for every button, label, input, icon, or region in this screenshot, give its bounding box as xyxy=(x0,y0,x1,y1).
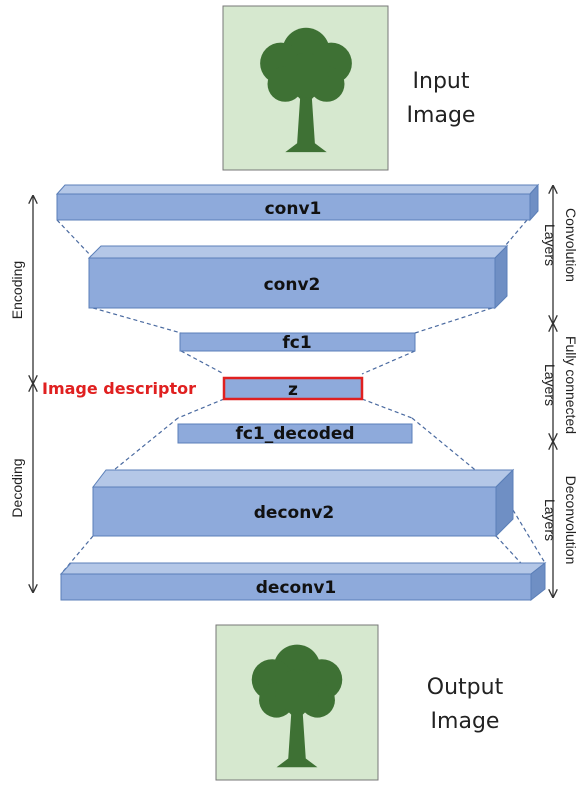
layer-fc1-decoded xyxy=(177,423,413,444)
decoding-label: Decoding xyxy=(9,458,25,517)
fc1-label: fc1 xyxy=(282,333,311,353)
output-image xyxy=(215,624,379,781)
deconv2-label: deconv2 xyxy=(254,503,334,523)
fc1-decoded-label: fc1_decoded xyxy=(235,424,354,444)
deconv1-label: deconv1 xyxy=(256,578,336,598)
deconvolution-label-line1: Deconvolution xyxy=(563,476,576,565)
layer-conv1 xyxy=(55,183,540,222)
conv2-label: conv2 xyxy=(264,275,321,295)
fully-connected-label-line2: Layers xyxy=(542,364,558,406)
output-caption-line2: Image xyxy=(431,709,500,734)
image-descriptor-label: Image descriptor xyxy=(42,379,196,398)
convolution-label-line2: Layers xyxy=(542,224,558,266)
layer-deconv2 xyxy=(91,468,515,538)
encoding-label: Encoding xyxy=(9,261,25,319)
conv1-label: conv1 xyxy=(265,199,322,219)
deconvolution-label-line2: Layers xyxy=(542,499,558,541)
z-label: z xyxy=(288,380,298,400)
input-caption-line1: Input xyxy=(413,69,470,94)
input-caption-line2: Image xyxy=(407,103,476,128)
layer-deconv1 xyxy=(59,561,547,602)
layer-conv2 xyxy=(87,244,509,310)
output-caption-line1: Output xyxy=(427,675,504,700)
fully-connected-label-line1: Fully connected xyxy=(563,336,576,434)
layer-z xyxy=(222,376,364,401)
layer-fc1 xyxy=(179,332,416,352)
input-image xyxy=(222,5,389,171)
convolution-label-line1: Convolution xyxy=(563,208,576,282)
